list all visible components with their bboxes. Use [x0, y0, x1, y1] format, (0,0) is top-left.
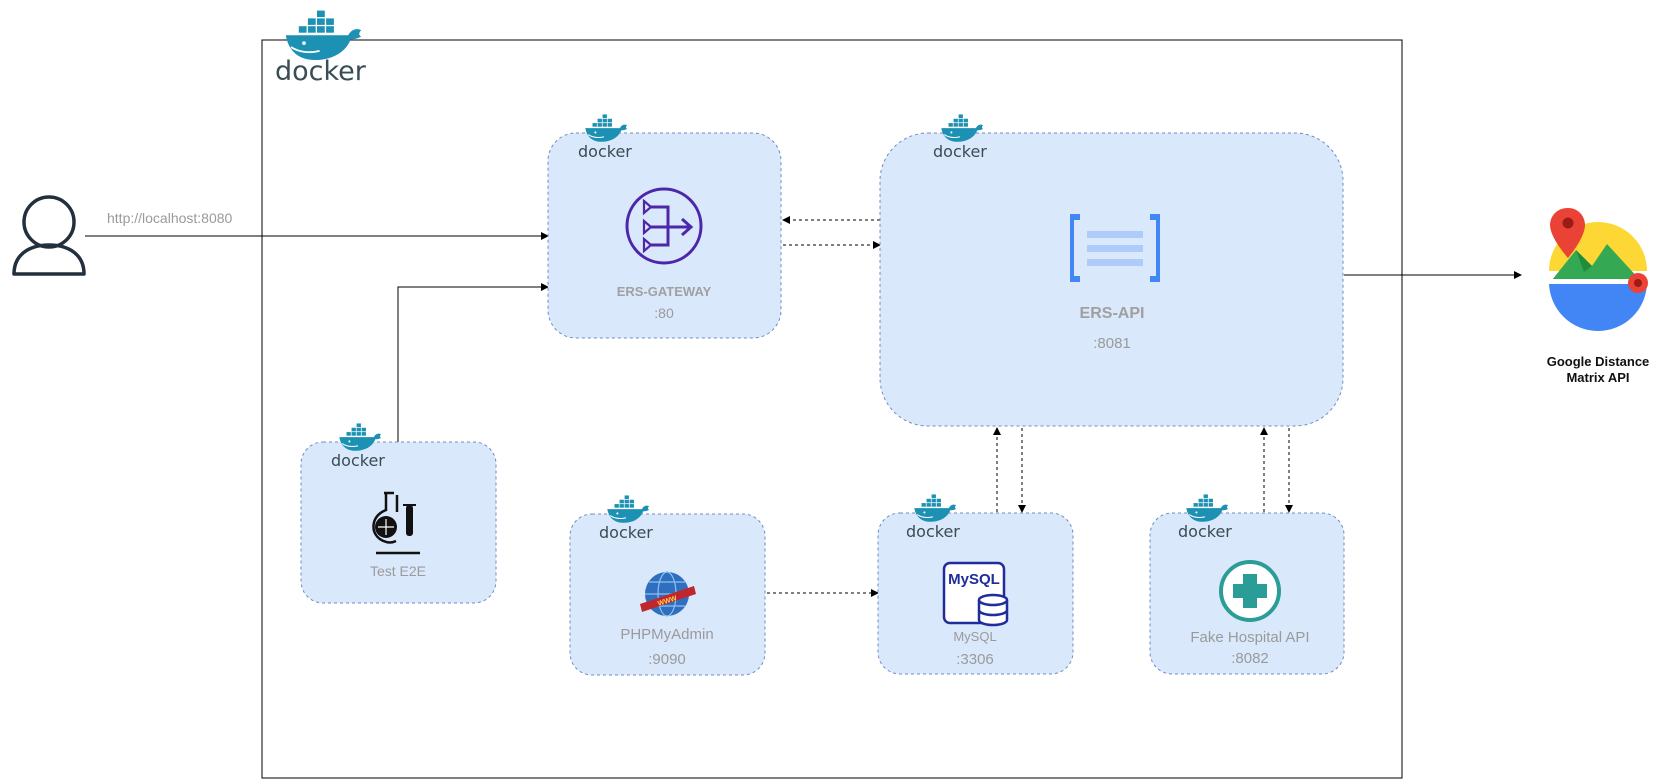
- svg-text:Test E2E: Test E2E: [370, 563, 426, 579]
- svg-text:MySQL: MySQL: [948, 571, 1000, 588]
- docker-logo-main: docker: [275, 9, 367, 87]
- svg-text:docker: docker: [1178, 522, 1232, 541]
- node-ers-api: docker ERS-API :8081: [879, 113, 1344, 427]
- svg-text:docker: docker: [933, 142, 987, 161]
- google-api-label-line1: Google Distance: [1547, 354, 1650, 369]
- svg-text:docker: docker: [906, 522, 960, 541]
- medical-cross-icon: [1219, 560, 1281, 622]
- node-test-e2e: docker Test E2E: [300, 422, 497, 604]
- node-ers-gateway: docker ERS-GATEWAY :80: [547, 113, 782, 339]
- docker-icon: docker: [578, 113, 632, 161]
- svg-text:PHPMyAdmin: PHPMyAdmin: [620, 626, 713, 643]
- docker-icon: docker: [331, 422, 385, 470]
- svg-text:ERS-API: ERS-API: [1080, 305, 1145, 322]
- svg-text::3306: :3306: [956, 651, 994, 668]
- user-icon: [12, 195, 86, 276]
- svg-text::8082: :8082: [1231, 650, 1269, 667]
- svg-text:Fake Hospital API: Fake Hospital API: [1190, 629, 1309, 646]
- docker-icon: docker: [599, 494, 653, 542]
- globe-www-icon: WWW: [640, 571, 696, 617]
- svg-text::8081: :8081: [1093, 335, 1131, 352]
- google-api-label-line2: Matrix API: [1566, 370, 1629, 385]
- docker-icon: docker: [1178, 493, 1232, 541]
- user-url-label: http://localhost:8080: [107, 210, 233, 226]
- docker-icon: docker: [906, 493, 960, 541]
- svg-text::80: :80: [654, 305, 674, 321]
- node-phpmyadmin: docker WWW PHPMyAdmin :9090: [569, 494, 766, 676]
- svg-text:docker: docker: [578, 142, 632, 161]
- svg-text:ERS-GATEWAY: ERS-GATEWAY: [617, 284, 712, 299]
- svg-text:docker: docker: [275, 56, 367, 87]
- mysql-database-icon: MySQL: [942, 561, 1009, 627]
- node-mysql: docker MySQL MySQL :3306: [877, 493, 1074, 675]
- gateway-icon: [625, 187, 703, 265]
- svg-text::9090: :9090: [648, 651, 686, 668]
- edge-test-gateway: [397, 283, 549, 442]
- google-maps-icon: [1549, 208, 1648, 331]
- api-icon: [1070, 214, 1160, 282]
- flask-icon: [372, 491, 420, 555]
- svg-text:MySQL: MySQL: [953, 629, 996, 644]
- svg-text:docker: docker: [599, 523, 653, 542]
- connectors: [85, 216, 1522, 597]
- svg-text:docker: docker: [331, 451, 385, 470]
- node-fake-hospital-api: docker Fake Hospital API :8082: [1149, 493, 1345, 675]
- docker-container-frame: [261, 39, 1403, 779]
- docker-icon: docker: [933, 113, 987, 161]
